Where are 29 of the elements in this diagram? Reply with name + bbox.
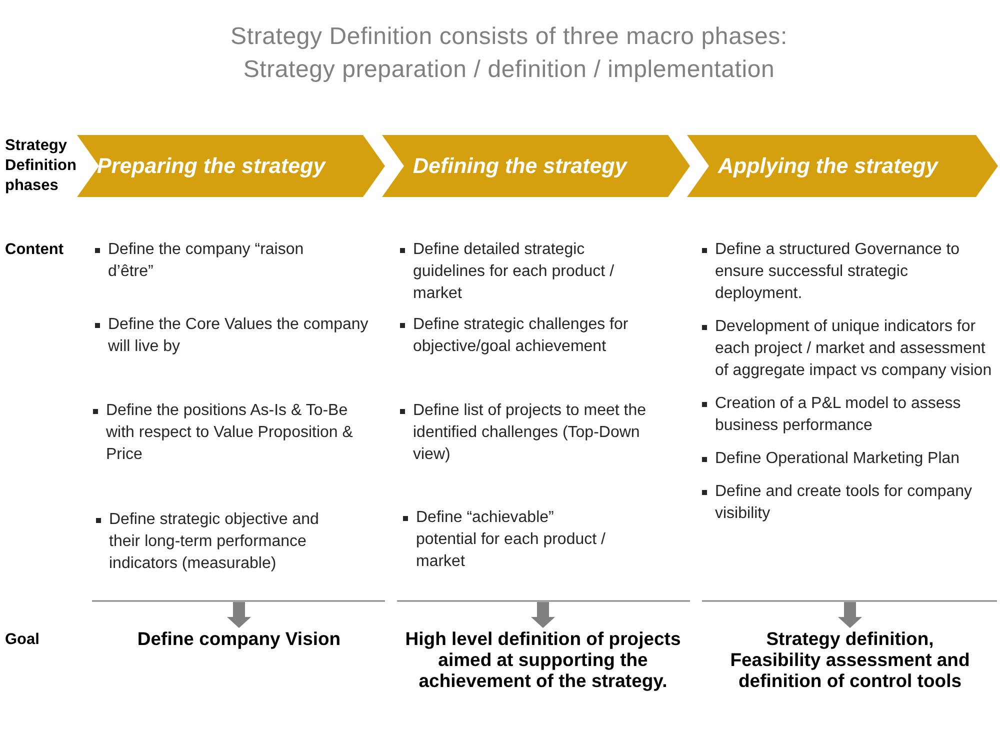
arrow — [227, 602, 251, 628]
bullet-text: Define a structured Governance to ensure successful strategic deployment. — [715, 240, 961, 304]
phase-title: Applying the strategy — [718, 153, 938, 179]
arrow — [531, 602, 555, 628]
bullet-text: Define the company “raison d’être” — [108, 240, 305, 282]
goal-text: Strategy definition, Feasibility assessment and definition of control tools — [719, 628, 981, 691]
phase-banner — [77, 135, 385, 197]
goal-text: High level definition of projects aimed at supporting the achievement of the strategy. — [395, 628, 691, 691]
phase-title: Preparing the strategy — [97, 153, 326, 179]
bullet-text: Define list of projects to meet the identified challenges (Top-Down view) — [413, 401, 647, 465]
bullet-text: Define detailed strategic guidelines for each product / market — [413, 240, 616, 304]
bullet-text: Development of unique indicators for each project / market and assessment of aggregate impact vs company vision — [715, 317, 993, 381]
bullet-text: Define Operational Marketing Plan — [715, 449, 961, 469]
bullet-text: Define the positions As-Is & To-Be with respect to Value Proposition & Price — [106, 401, 354, 465]
bullet-text: Define strategic challenges for objective/goal achievement — [413, 315, 630, 357]
bullet-text: Define and create tools for company visibility — [715, 482, 974, 524]
bullet-text: Define strategic objective and their long-term performance indicators (measurable) — [109, 510, 320, 574]
row-header: Content — [5, 240, 65, 260]
row-header: Goal — [5, 630, 40, 650]
title: Strategy Definition consists of three macro phases: Strategy preparation / definition / implementation — [230, 22, 788, 85]
bullet-text: Define the Core Values the company will live by — [108, 315, 370, 357]
arrow — [838, 602, 862, 628]
goal-text: Define company Vision — [109, 628, 369, 649]
phase-banner — [382, 135, 690, 197]
bullet-text: Creation of a P&L model to assess business performance — [715, 394, 962, 436]
bullet-text: Define “achievable” potential for each product / market — [416, 508, 606, 572]
row-header: Strategy Definition phases — [5, 136, 78, 196]
phase-title: Defining the strategy — [413, 153, 627, 179]
phase-banner — [687, 135, 998, 197]
